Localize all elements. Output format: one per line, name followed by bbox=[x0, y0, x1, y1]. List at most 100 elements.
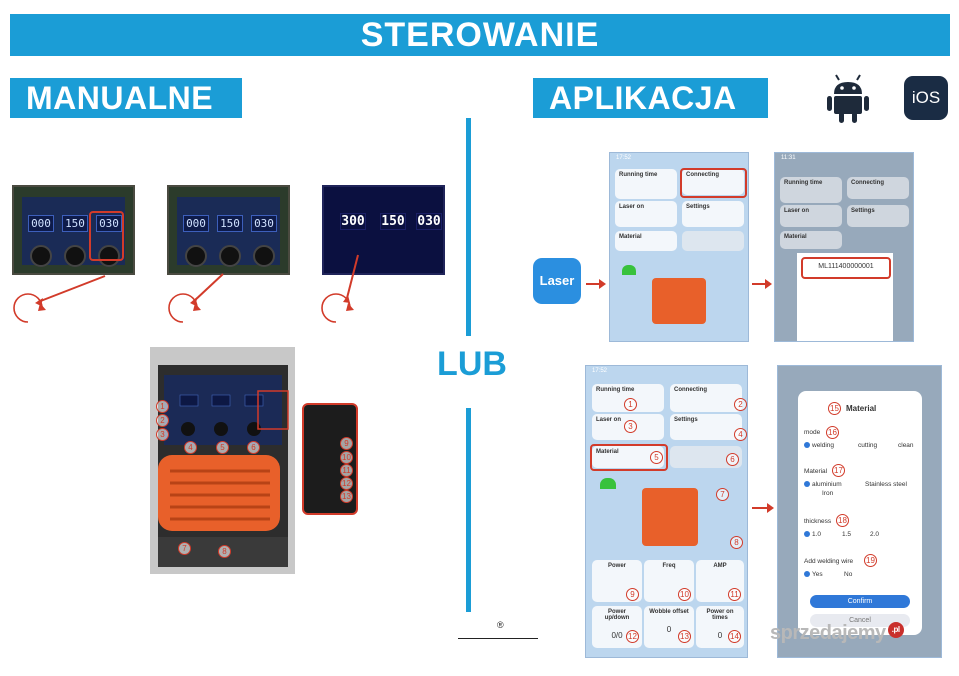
freq-label: Freq bbox=[662, 563, 676, 569]
display-left: 000 bbox=[28, 215, 54, 232]
check-icon bbox=[804, 571, 810, 578]
material-label: Material bbox=[804, 468, 828, 475]
connecting-label: Connecting bbox=[686, 172, 719, 178]
callout-number: 2 bbox=[734, 398, 747, 411]
knob[interactable] bbox=[30, 245, 52, 267]
callout-number: 3 bbox=[624, 420, 637, 433]
material-stainless-option[interactable]: Stainless steel bbox=[865, 481, 907, 488]
connecting-label: Connecting bbox=[851, 180, 884, 186]
callout-number: 5 bbox=[650, 451, 663, 464]
laser-on-card[interactable]: Laser on bbox=[615, 201, 677, 227]
or-label: LUB bbox=[437, 345, 507, 383]
manual-section-banner: MANUALNE bbox=[10, 78, 242, 118]
mode-cutting-option[interactable]: cutting bbox=[858, 442, 878, 449]
highlight-connecting bbox=[680, 168, 747, 198]
cancel-button[interactable]: Cancel bbox=[810, 614, 910, 627]
power-on-times-label: Power on times bbox=[706, 609, 734, 621]
callout-number: 15 bbox=[828, 402, 841, 415]
phone-screen-connect: 11:31 Running time Connecting Laser on S… bbox=[774, 152, 914, 342]
power-updown-label: Power up/down bbox=[604, 609, 630, 621]
mode-welding-option[interactable]: welding bbox=[804, 442, 834, 449]
wire-yes-option[interactable]: Yes bbox=[804, 571, 823, 578]
wire-no-option[interactable]: No bbox=[844, 571, 853, 578]
power-updown-value: 0/0 bbox=[611, 631, 623, 640]
laser-app-icon[interactable]: Laser bbox=[533, 258, 581, 304]
laser-on-label: Laser on bbox=[619, 204, 645, 210]
callout-number: 3 bbox=[156, 428, 169, 441]
material-card[interactable]: Material bbox=[615, 231, 677, 251]
bottom-rule bbox=[458, 638, 538, 639]
callout-number: 19 bbox=[864, 554, 877, 567]
status-time: 17:52 bbox=[616, 155, 632, 161]
running-time-card[interactable]: Running time bbox=[615, 169, 677, 199]
power-toggle[interactable] bbox=[682, 231, 744, 251]
callout-number: 12 bbox=[340, 477, 353, 490]
settings-card[interactable]: Settings bbox=[682, 201, 744, 227]
material-label: Material bbox=[619, 234, 642, 240]
laser-on-label: Laser on bbox=[784, 208, 810, 214]
callout-number: 1 bbox=[156, 400, 169, 413]
connecting-card[interactable]: Connecting bbox=[682, 169, 744, 195]
laser-on-label: Laser on bbox=[596, 417, 622, 423]
callout-number: 8 bbox=[730, 536, 743, 549]
connecting-card[interactable]: Connecting bbox=[847, 177, 909, 199]
highlight-device bbox=[801, 257, 891, 279]
status-light-icon bbox=[622, 265, 636, 275]
settings-label: Settings bbox=[851, 208, 875, 214]
phone-screen-detail: 17:52 Running time Connecting Laser on S… bbox=[585, 365, 748, 658]
thickness-2-0-option[interactable]: 2.0 bbox=[870, 531, 880, 538]
material-aluminium-option[interactable]: aluminium bbox=[804, 481, 842, 488]
display-middle: 150 bbox=[62, 215, 88, 232]
knob[interactable] bbox=[219, 245, 241, 267]
callout-number: 10 bbox=[678, 588, 691, 601]
knob[interactable] bbox=[64, 245, 86, 267]
highlight-knob bbox=[89, 211, 124, 261]
callout-number: 7 bbox=[716, 488, 729, 501]
callout-number: 16 bbox=[826, 426, 839, 439]
laser-on-card[interactable]: Laser on bbox=[780, 205, 842, 227]
knob[interactable] bbox=[185, 245, 207, 267]
display-middle: 150 bbox=[217, 215, 243, 232]
settings-label: Settings bbox=[686, 204, 710, 210]
thickness-1-0-option[interactable]: 1.0 bbox=[804, 531, 821, 538]
mode-clean-option[interactable]: clean bbox=[898, 442, 914, 449]
power-on-times-value: 0 bbox=[717, 631, 723, 640]
display-right: 030 bbox=[251, 215, 277, 232]
power-label: Power bbox=[607, 563, 626, 569]
confirm-button[interactable]: Confirm bbox=[810, 595, 910, 608]
vertical-divider-bottom bbox=[466, 408, 471, 612]
watermark-badge: .pl bbox=[887, 622, 904, 638]
material-card[interactable]: Material bbox=[592, 446, 664, 468]
device-id[interactable]: ML111400000001 bbox=[818, 263, 874, 270]
device-panel-3: 300 150 030 bbox=[322, 185, 445, 275]
amp-label: AMP bbox=[713, 563, 727, 569]
thickness-label: thickness bbox=[804, 518, 832, 525]
callout-number: 4 bbox=[734, 428, 747, 441]
material-card[interactable]: Material bbox=[780, 231, 842, 249]
running-time-card[interactable]: Running time bbox=[780, 177, 842, 203]
settings-card[interactable]: Settings bbox=[670, 414, 742, 440]
display-left: 000 bbox=[183, 215, 209, 232]
callout-number: 1 bbox=[624, 398, 637, 411]
callout-number: 7 bbox=[178, 542, 191, 555]
material-dialog: 15 Material mode 16 welding cutting clea… bbox=[798, 391, 922, 635]
material-label: Material bbox=[596, 449, 619, 455]
rotate-arrow-icon bbox=[168, 273, 224, 323]
callout-number: 2 bbox=[156, 414, 169, 427]
running-time-label: Running time bbox=[619, 172, 658, 178]
rotate-arrow-icon bbox=[13, 275, 106, 323]
power-toggle[interactable] bbox=[670, 446, 742, 468]
callout-number: 12 bbox=[626, 630, 639, 643]
thickness-1-5-option[interactable]: 1.5 bbox=[842, 531, 852, 538]
callout-number: 13 bbox=[678, 630, 691, 643]
rotate-arrow-icon bbox=[321, 254, 359, 323]
material-iron-option[interactable]: Iron bbox=[822, 490, 834, 497]
android-icon bbox=[827, 74, 869, 123]
connecting-label: Connecting bbox=[674, 387, 707, 393]
knob[interactable] bbox=[98, 245, 120, 267]
knob[interactable] bbox=[253, 245, 275, 267]
settings-card[interactable]: Settings bbox=[847, 205, 909, 227]
wobble-offset-label: Wobble offset bbox=[649, 609, 689, 615]
callout-number: 9 bbox=[340, 437, 353, 450]
connecting-card[interactable]: Connecting bbox=[670, 384, 742, 412]
